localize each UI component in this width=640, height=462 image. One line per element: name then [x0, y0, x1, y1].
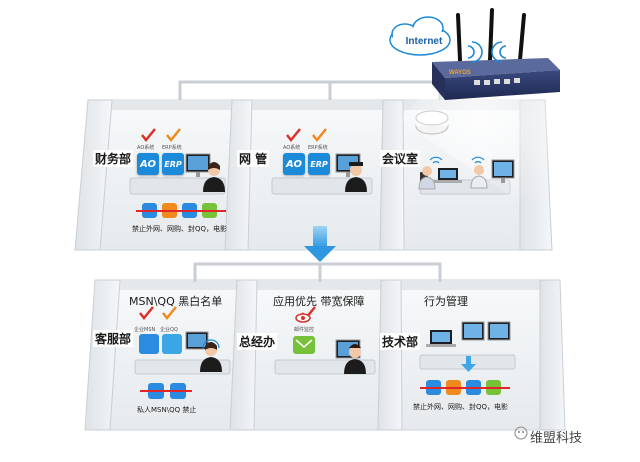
monitor-icon [461, 321, 485, 341]
internet-cloud [389, 16, 451, 56]
top-left-wall [74, 99, 113, 251]
check-icon [162, 306, 177, 320]
bottom-partition-2 [377, 279, 403, 431]
mail-monitor-label: 邮件监控 [294, 327, 315, 333]
dept-label-service: 客服部 [93, 330, 134, 347]
wechat-logo-icon [514, 426, 528, 440]
ao-system-label: AO系统 [283, 145, 301, 151]
person-icon [203, 162, 225, 192]
monitor-icon [491, 159, 515, 183]
monitor-icon [185, 153, 211, 177]
check-icon [286, 128, 301, 142]
wifi-icon [467, 41, 507, 63]
bottom-connection-lines [193, 262, 442, 282]
check-icon [141, 128, 156, 142]
laptop-icon [434, 168, 462, 183]
down-arrow [304, 226, 336, 262]
router [432, 8, 560, 100]
desk [129, 177, 226, 195]
mail-icon [293, 336, 315, 354]
ao-badge: AO [283, 153, 305, 175]
app-icons-tech [420, 380, 510, 395]
monitor-icon [185, 331, 209, 350]
check-icon [166, 128, 181, 142]
internet-label: Internet [406, 36, 443, 47]
erp-system-label: ERP系统 [162, 145, 182, 151]
room-title-tech: 行为管理 [424, 295, 468, 308]
ban-text-finance: 禁止外网、网购、封QQ，电影 [132, 225, 228, 233]
bottom-partition-1 [229, 279, 258, 431]
bottom-left-wall [84, 279, 121, 431]
ao-system-label: AO系统 [137, 145, 155, 151]
dept-label-network: 网 管 [237, 150, 270, 167]
dept-label-meeting: 会议室 [380, 150, 421, 167]
erp-system-label: ERP系统 [308, 145, 328, 151]
room-title-manager: 应用优先 带宽保障 [273, 295, 365, 308]
person-icon [200, 339, 222, 372]
qq-label: 企业QQ [160, 327, 178, 333]
person-icon [344, 344, 366, 374]
check-icon [312, 128, 327, 142]
monitor-icon [487, 321, 511, 341]
app-icons-finance [136, 203, 226, 218]
person-icon [470, 165, 488, 189]
erp-badge: ERP [162, 153, 184, 175]
bottom-back-wall [120, 280, 540, 290]
dept-label-finance: 财务部 [93, 150, 134, 167]
top-connection-lines [178, 72, 442, 100]
person-icon [418, 166, 436, 190]
access-point-icon [415, 110, 449, 135]
person-icon [345, 162, 367, 192]
ban-text-tech: 禁止外网、网购、封QQ，电影 [413, 403, 509, 411]
ban-text-service: 私人MSN\QQ 禁止 [137, 406, 197, 414]
top-partition-2 [379, 99, 405, 251]
msn-label: 企业MSN [134, 327, 156, 333]
bottom-right-wall [539, 279, 566, 431]
dept-label-manager: 总经办 [237, 333, 278, 350]
down-arrow-small [461, 356, 476, 372]
check-icon [139, 306, 154, 320]
router-brand: WAYOS [449, 70, 471, 76]
ao-badge: AO [137, 153, 159, 175]
erp-badge: ERP [308, 153, 330, 175]
top-partition-1 [224, 99, 253, 251]
eye-icon [295, 313, 311, 323]
wifi-icon [429, 156, 485, 164]
dept-label-tech: 技术部 [380, 333, 421, 350]
watermark: 维盟科技 [530, 431, 583, 446]
app-icons-service [139, 334, 192, 399]
room-title-service: MSN\QQ 黑白名单 [129, 295, 223, 308]
laptop-icon [426, 330, 456, 347]
